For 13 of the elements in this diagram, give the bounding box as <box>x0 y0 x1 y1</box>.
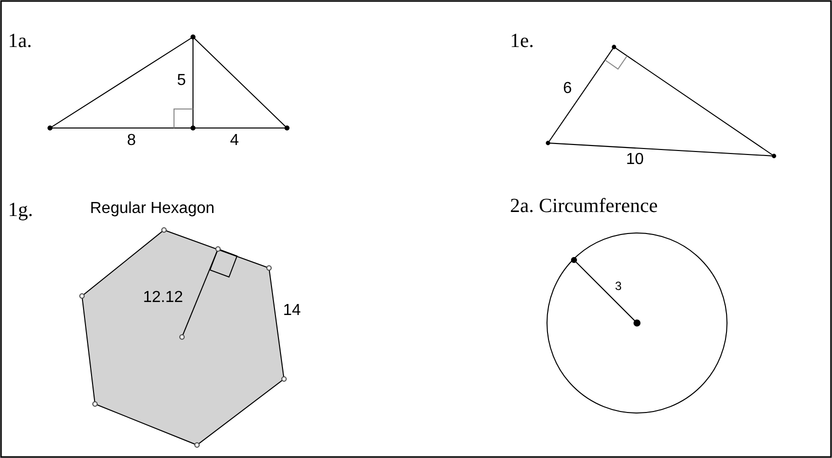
figure-title: 2a. Circumference <box>510 196 658 216</box>
dimension-label: 8 <box>127 133 136 149</box>
dimension-label: 4 <box>230 133 239 149</box>
problem-number: 1g. <box>8 200 33 220</box>
dimension-label: 5 <box>177 73 186 89</box>
figure-title: Regular Hexagon <box>90 201 215 217</box>
dimension-label: 12.12 <box>143 290 184 306</box>
problem-number: 1e. <box>510 31 534 51</box>
problem-number: 1a. <box>8 31 32 51</box>
dimension-label: 3 <box>615 280 622 292</box>
dimension-label: 14 <box>283 303 301 319</box>
dimension-label: 10 <box>626 152 644 168</box>
dimension-label: 6 <box>563 81 572 97</box>
